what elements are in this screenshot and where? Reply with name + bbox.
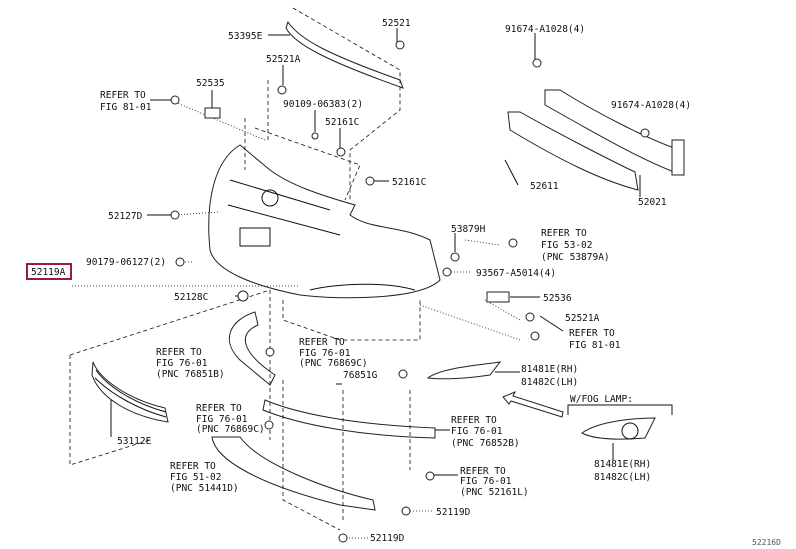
fog-lamp-cover[interactable] [426,361,502,380]
part-label[interactable]: 93567-A5014(4) [476,268,556,279]
svg-text:(PNC 76852B): (PNC 76852B) [451,438,520,449]
svg-text:REFER TO: REFER TO [196,403,242,414]
part-label[interactable]: 52021 [638,197,667,208]
part-label[interactable]: 81482C(LH) [521,377,578,388]
svg-text:FIG 76-01: FIG 76-01 [451,426,503,437]
svg-text:FIG 81-01: FIG 81-01 [569,340,621,351]
svg-text:(PNC 51441D): (PNC 51441D) [170,483,239,494]
lower-spoiler[interactable] [228,311,276,386]
retainer-strip-53395E[interactable] [285,20,404,89]
part-label[interactable]: 52521 [382,18,411,29]
svg-text:FIG 76-01: FIG 76-01 [196,414,248,425]
part-label[interactable]: 52119D [370,533,405,544]
part-label[interactable]: 53395E [228,31,263,42]
part-label[interactable]: 81481E(RH) [521,364,578,375]
part-label[interactable]: 52611 [530,181,559,192]
part-label[interactable]: 52521A [565,313,600,324]
part-label[interactable]: 81481E(RH) [594,459,651,470]
lower-cover[interactable] [262,399,436,439]
part-label[interactable]: 53112E [117,436,152,447]
part-label[interactable]: 91674-A1028(4) [505,24,585,35]
svg-text:(PNC 53879A): (PNC 53879A) [541,252,610,263]
part-label[interactable]: 52536 [543,293,572,304]
part-label[interactable]: 90179-06127(2) [86,257,166,268]
part-label[interactable]: 90109-06383(2) [283,99,363,110]
svg-text:(PNC 76869C): (PNC 76869C) [196,424,265,435]
part-label[interactable]: 52119D [436,507,471,518]
svg-text:REFER TO: REFER TO [541,228,587,239]
svg-text:REFER TO: REFER TO [156,347,202,358]
bumper-cover-52119A[interactable] [208,144,441,299]
part-label[interactable]: 52535 [196,78,225,89]
svg-text:FIG 76-01: FIG 76-01 [156,358,208,369]
svg-text:FIG 81-01: FIG 81-01 [100,102,152,113]
absorber-52611[interactable] [507,111,639,191]
fog-lamp-cover-with-lamp[interactable] [581,417,656,440]
svg-text:REFER TO: REFER TO [460,466,506,477]
fog-lamp-note: W/FOG LAMP: [570,394,633,405]
svg-text:REFER TO: REFER TO [100,90,146,101]
part-label[interactable]: 52127D [108,211,143,222]
svg-text:(PNC 76869C): (PNC 76869C) [299,358,368,369]
svg-text:(PNC 52161L): (PNC 52161L) [460,487,529,498]
under-cover[interactable] [211,436,376,511]
highlight-box [26,263,72,280]
part-label-highlighted[interactable]: 52119A [31,267,66,278]
part-label[interactable]: 76851G [343,370,378,381]
fastener-icons [170,40,650,543]
svg-text:REFER TO: REFER TO [299,337,345,348]
svg-text:REFER TO: REFER TO [170,461,216,472]
svg-text:REFER TO: REFER TO [451,415,497,426]
svg-text:REFER TO: REFER TO [569,328,615,339]
figure-code: 52216D [752,538,781,547]
part-label[interactable]: 91674-A1028(4) [611,100,691,111]
svg-text:FIG 51-02: FIG 51-02 [170,472,221,483]
part-label[interactable]: 52128C [174,292,208,303]
part-label[interactable]: 52161C [392,177,426,188]
part-label[interactable]: 53879H [451,224,486,235]
part-label[interactable]: 52161C [325,117,359,128]
part-label[interactable]: 52521A [266,54,301,65]
svg-text:FIG 76-01: FIG 76-01 [299,348,351,359]
svg-text:FIG 76-01: FIG 76-01 [460,476,512,487]
svg-text:(PNC 76851B): (PNC 76851B) [156,369,225,380]
part-label[interactable]: 81482C(LH) [594,472,651,483]
svg-text:FIG 53-02: FIG 53-02 [541,240,592,251]
arrow-icon [502,391,564,418]
